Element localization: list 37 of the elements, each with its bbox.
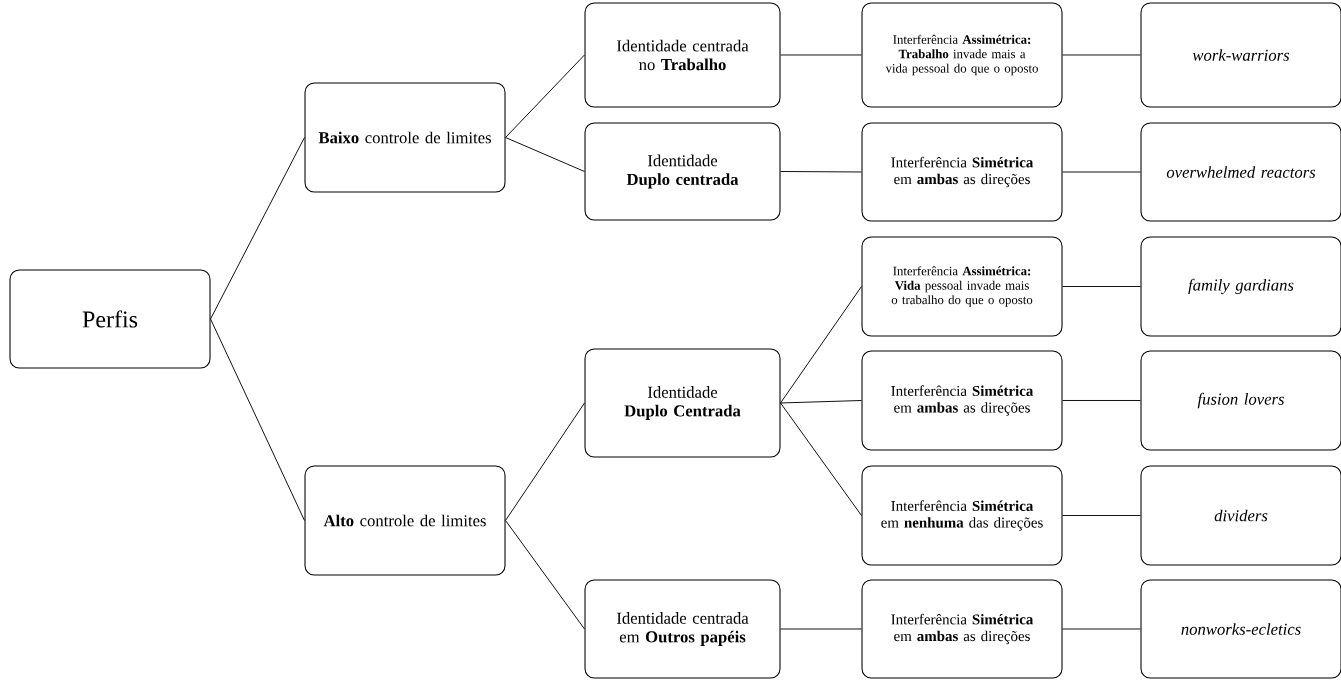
- profile-box: nonworks-ecletics: [1140, 579, 1341, 679]
- category-box: Alto controle de limites: [304, 465, 506, 576]
- identity-box: Identidade centrada em Outros papéis: [584, 579, 781, 679]
- connector-line: [505, 402, 585, 521]
- interference-box: Interferência Assimétrica: Trabalho invade mais a vida pessoal do que o oposto: [861, 2, 1063, 108]
- connector-line: [780, 402, 862, 516]
- interference-box: Interferência Simétrica em ambas as direções: [861, 122, 1063, 222]
- connector-line: [780, 400, 862, 404]
- connector-line: [505, 520, 585, 630]
- identity-box: Identidade Duplo Centrada: [584, 348, 781, 458]
- category-box: Baixo controle de limites: [304, 82, 506, 193]
- profile-box: overwhelmed reactors: [1140, 122, 1341, 222]
- connector-line: [780, 54, 862, 56]
- identity-box: Identidade centrada no Trabalho: [584, 2, 781, 108]
- interference-box: Interferência Simétrica em nenhuma das direções: [861, 465, 1063, 566]
- connector-line: [1062, 628, 1141, 630]
- interference-box: Interferência Assimétrica: Vida pessoal invade mais o trabalho do que o oposto: [861, 236, 1063, 337]
- connector-line: [780, 171, 862, 173]
- root-box: Perfis: [9, 269, 211, 369]
- connector-line: [780, 628, 862, 630]
- connector-line: [1062, 171, 1141, 173]
- connector-line: [1062, 286, 1141, 287]
- connector-line: [210, 318, 305, 521]
- profile-box: work-warriors: [1140, 2, 1341, 108]
- connector-line: [1062, 515, 1141, 516]
- profile-box: dividers: [1140, 465, 1341, 566]
- connector-line: [505, 54, 585, 138]
- connector-line: [1062, 400, 1141, 401]
- profile-box: fusion lovers: [1140, 350, 1341, 451]
- connector-line: [780, 286, 862, 404]
- identity-box: Identidade Duplo centrada: [584, 122, 781, 221]
- interference-box: Interferência Simétrica em ambas as direções: [861, 350, 1063, 451]
- interference-box: Interferência Simétrica em ambas as direções: [861, 579, 1063, 679]
- connector-line: [210, 137, 305, 320]
- connector-line: [1062, 54, 1141, 56]
- profile-box: family gardians: [1140, 236, 1341, 337]
- connector-line: [505, 137, 585, 172]
